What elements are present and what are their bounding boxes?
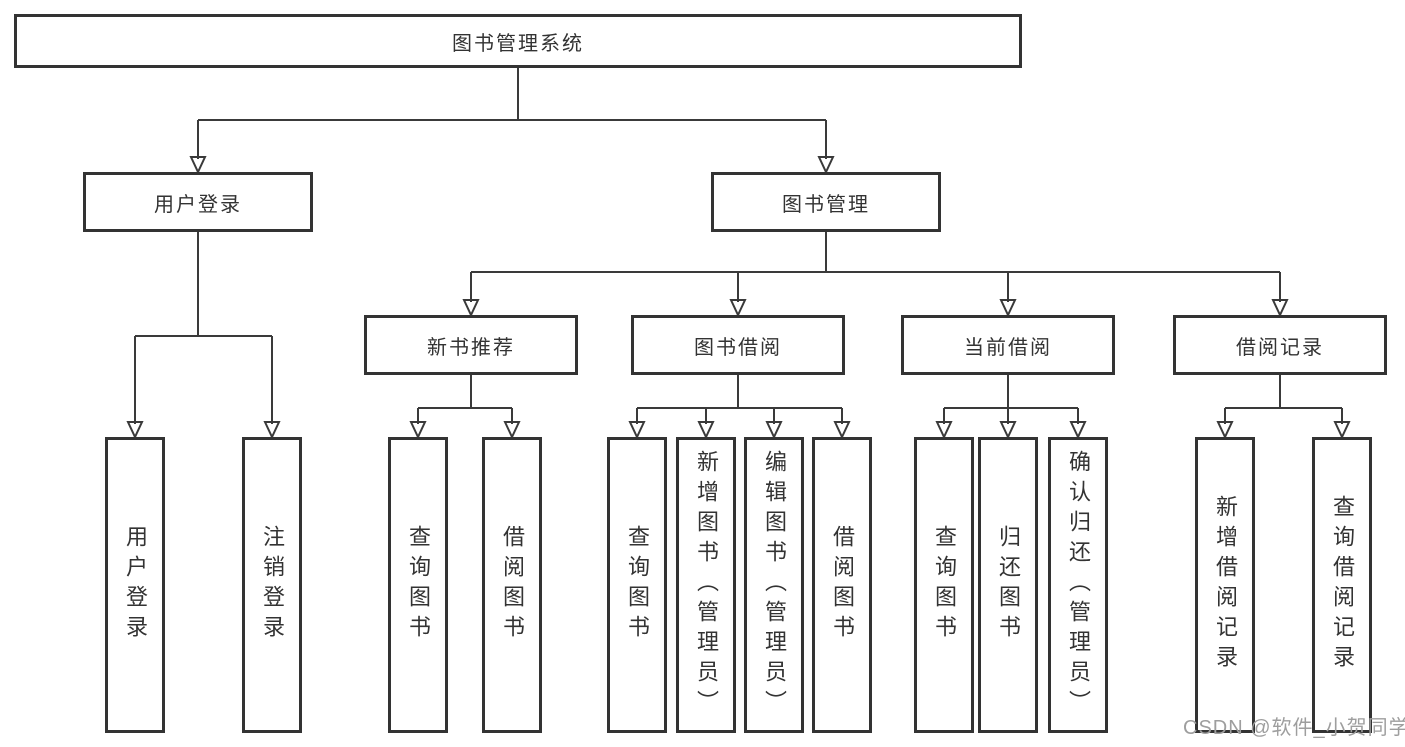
leaf-label: 借阅图书 — [830, 525, 855, 645]
leaf-label: 查询图书 — [932, 525, 957, 645]
node-book-management: 图书管理 — [711, 172, 941, 232]
leaf-edit-book-admin: 编辑图书（管理员） — [744, 437, 804, 733]
node-new-book-recommend: 新书推荐 — [364, 315, 578, 375]
leaf-label: 编辑图书（管理员） — [762, 450, 787, 720]
arrowhead — [818, 156, 834, 173]
arrowhead — [1070, 421, 1086, 438]
arrowhead — [629, 421, 645, 438]
leaf-label: 借阅图书 — [500, 525, 525, 645]
node-borrow-record: 借阅记录 — [1173, 315, 1387, 375]
leaf-label: 确认归还（管理员） — [1066, 450, 1091, 720]
node-root-system: 图书管理系统 — [14, 14, 1022, 68]
leaf-label: 注销登录 — [260, 525, 285, 645]
leaf-borrow-book-2: 借阅图书 — [812, 437, 872, 733]
node-book-borrow: 图书借阅 — [631, 315, 845, 375]
arrowhead — [1272, 299, 1288, 316]
connector-borrowrecord-to-leaves — [1224, 375, 1343, 424]
connector-newbook-to-leaves — [417, 375, 513, 424]
arrowhead — [190, 156, 206, 173]
arrowhead — [936, 421, 952, 438]
leaf-borrow-book-1: 借阅图书 — [482, 437, 542, 733]
arrowhead — [834, 421, 850, 438]
connector-root-to-level2 — [197, 68, 827, 159]
connector-userlogin-to-leaves — [134, 232, 273, 424]
leaf-logout: 注销登录 — [242, 437, 302, 733]
node-user-login: 用户登录 — [83, 172, 313, 232]
leaf-user-login: 用户登录 — [105, 437, 165, 733]
csdn-watermark: CSDN @软件_小贺同学 — [1183, 717, 1405, 739]
arrowhead — [264, 421, 280, 438]
arrowhead — [730, 299, 746, 316]
leaf-add-book-admin: 新增图书（管理员） — [676, 437, 736, 733]
leaf-query-book-3: 查询图书 — [914, 437, 974, 733]
leaf-add-borrow-record: 新增借阅记录 — [1195, 437, 1255, 733]
arrowhead — [1000, 421, 1016, 438]
leaf-label: 查询图书 — [406, 525, 431, 645]
leaf-label: 新增借阅记录 — [1213, 495, 1238, 675]
arrowhead — [698, 421, 714, 438]
arrowhead — [1334, 421, 1350, 438]
arrowhead — [504, 421, 520, 438]
connector-currentborrow-to-leaves — [943, 375, 1079, 424]
leaf-confirm-return-admin: 确认归还（管理员） — [1048, 437, 1108, 733]
arrowhead — [127, 421, 143, 438]
arrowhead — [1217, 421, 1233, 438]
arrowhead — [410, 421, 426, 438]
leaf-query-borrow-record: 查询借阅记录 — [1312, 437, 1372, 733]
arrowhead — [1000, 299, 1016, 316]
node-current-borrow: 当前借阅 — [901, 315, 1115, 375]
arrowhead — [463, 299, 479, 316]
connector-bookmgmt-to-level3 — [470, 232, 1281, 302]
leaf-return-book: 归还图书 — [978, 437, 1038, 733]
leaf-query-book-2: 查询图书 — [607, 437, 667, 733]
connector-bookborrow-to-leaves — [636, 375, 843, 424]
leaf-label: 用户登录 — [123, 525, 148, 645]
leaf-label: 新增图书（管理员） — [694, 450, 719, 720]
leaf-label: 查询借阅记录 — [1330, 495, 1355, 675]
leaf-query-book-1: 查询图书 — [388, 437, 448, 733]
arrowhead — [766, 421, 782, 438]
leaf-label: 查询图书 — [625, 525, 650, 645]
leaf-label: 归还图书 — [996, 525, 1021, 645]
